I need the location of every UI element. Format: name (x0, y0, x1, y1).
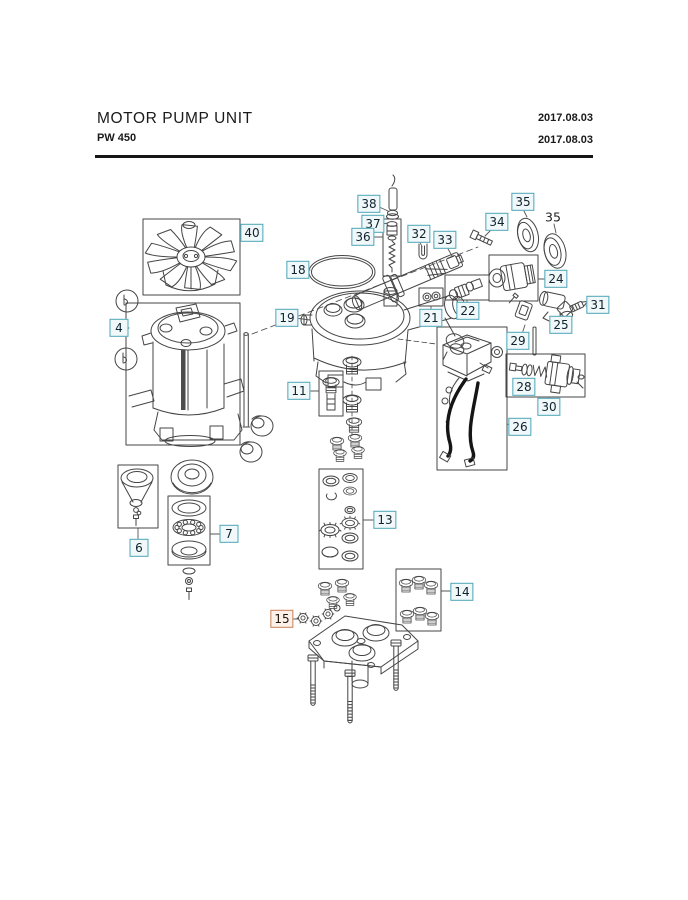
bushing-caps (239, 415, 274, 463)
motor-bushings-left (114, 289, 139, 371)
model-label: PW 450 (97, 132, 137, 144)
pressure-switch-26 (436, 326, 508, 471)
callout-18[interactable]: 18 (286, 260, 310, 280)
fan-assembly (142, 218, 241, 296)
cylinder-kit-24 (488, 254, 539, 304)
u-clip (418, 243, 428, 260)
pump-base-plate (296, 604, 419, 724)
callout-26[interactable]: 26 (508, 417, 532, 437)
pump-manifold (300, 287, 466, 391)
wobble-kit-22 (444, 274, 490, 301)
bearing-kit (167, 495, 211, 600)
callout-32[interactable]: 32 (407, 224, 431, 244)
callout-33[interactable]: 33 (433, 230, 457, 250)
valve-set-11 (318, 355, 365, 462)
callout-24[interactable]: 24 (544, 269, 568, 289)
callout-21[interactable]: 21 (419, 308, 443, 328)
callout-35-plain: 35 (545, 209, 561, 225)
callout-38[interactable]: 38 (357, 194, 381, 214)
callout-36[interactable]: 36 (351, 227, 375, 247)
unloader-28 (505, 353, 586, 398)
callout-35[interactable]: 35 (511, 192, 535, 212)
callout-28[interactable]: 28 (512, 377, 536, 397)
pulley (170, 459, 214, 495)
callout-34[interactable]: 34 (485, 212, 509, 232)
header-divider (95, 155, 593, 158)
bolt-34 (469, 229, 493, 246)
date-top: 2017.08.03 (537, 112, 593, 124)
callout-14[interactable]: 14 (450, 582, 474, 602)
seal-kit-13 (318, 468, 364, 570)
o-ring (308, 255, 376, 289)
callout-15[interactable]: 15 (270, 609, 294, 629)
callout-29[interactable]: 29 (506, 331, 530, 351)
callout-11[interactable]: 11 (287, 381, 311, 401)
pump-shaft (351, 252, 464, 311)
callout-40[interactable]: 40 (240, 223, 264, 243)
callout-13[interactable]: 13 (373, 510, 397, 530)
small-fittings-21 (418, 287, 444, 307)
drive-cone-kit (117, 464, 159, 529)
thermal-valve-assembly (382, 174, 402, 277)
callout-6[interactable]: 6 (129, 538, 149, 558)
flange-discs (516, 217, 567, 269)
callout-25[interactable]: 25 (549, 315, 573, 335)
date-bottom: 2017.08.03 (537, 134, 593, 146)
callout-22[interactable]: 22 (456, 301, 480, 321)
callout-19[interactable]: 19 (275, 308, 299, 328)
callout-31[interactable]: 31 (586, 295, 610, 315)
callout-4[interactable]: 4 (109, 318, 129, 338)
page-title: MOTOR PUMP UNIT (97, 110, 253, 127)
small-valve-parts (317, 578, 357, 609)
callout-7[interactable]: 7 (219, 524, 239, 544)
callout-30[interactable]: 30 (537, 397, 561, 417)
tie-rod (242, 332, 250, 428)
valve-kit-14 (395, 568, 442, 632)
barb-fitting-31 (569, 300, 589, 313)
motor-assembly (125, 302, 245, 447)
